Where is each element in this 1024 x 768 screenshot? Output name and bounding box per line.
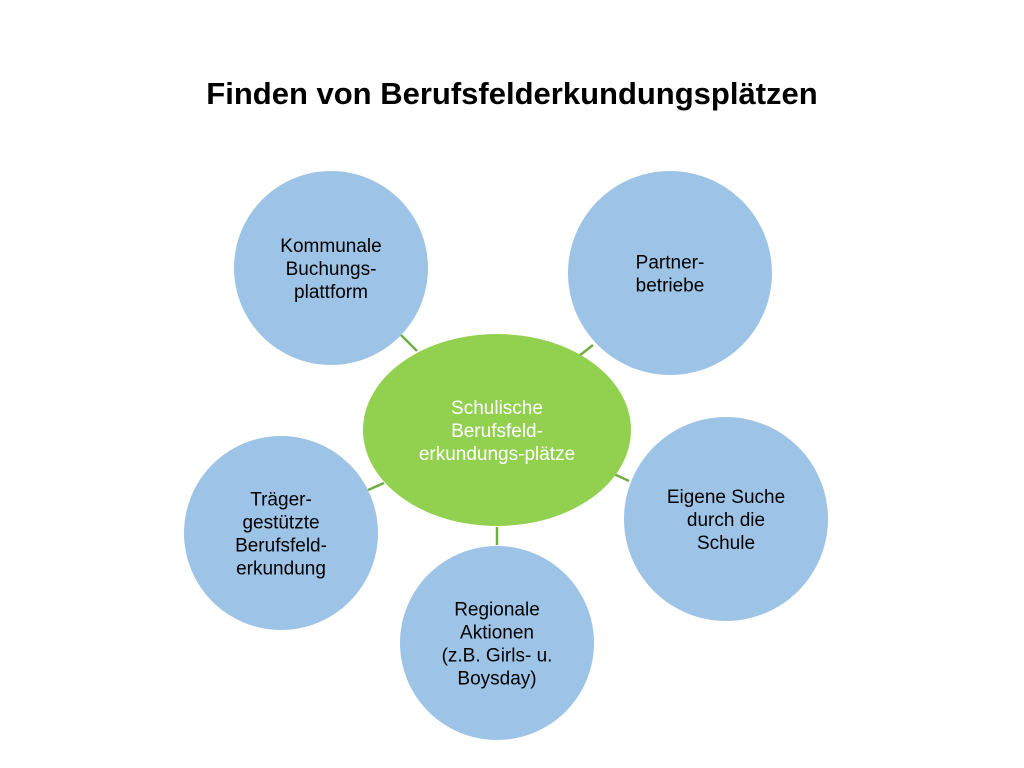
- node-label-line: Eigene Suche: [667, 487, 785, 508]
- node-label-line: Träger-: [250, 490, 312, 511]
- center-label-line: erkundungs-plätze: [419, 444, 575, 465]
- node-label-line: (z.B. Girls- u.: [442, 646, 553, 667]
- node-label-line: Kommunale: [280, 236, 381, 257]
- node-label-line: gestützte: [242, 513, 319, 534]
- node-label-line: erkundung: [236, 559, 326, 580]
- connector-line-3: [613, 472, 630, 483]
- node-label-line: Schule: [697, 533, 755, 554]
- node-label-line: Partner-: [636, 253, 705, 274]
- node-label-line: Regionale: [454, 600, 540, 621]
- node-label-line: Buchungs-: [286, 259, 377, 280]
- node-label-line: Boysday): [457, 669, 536, 690]
- node-label-line: plattform: [294, 282, 368, 303]
- center-label-line: Berufsfeld-: [451, 421, 543, 442]
- node-label-line: betriebe: [636, 276, 705, 297]
- node-circle: [568, 171, 772, 375]
- node-label-line: durch die: [687, 510, 765, 531]
- connector-line-1: [400, 334, 418, 352]
- node-partnerbetriebe: Partner-betriebe: [568, 171, 772, 375]
- node-label-line: Berufsfeld-: [235, 536, 327, 557]
- connector-line-5: [367, 481, 385, 492]
- page-title: Finden von Berufsfelderkundungsplätzen: [206, 76, 818, 111]
- node-label: Partner-betriebe: [636, 253, 705, 297]
- center-ellipse: [363, 334, 631, 526]
- connector-line-2: [578, 344, 594, 357]
- node-circle: [624, 417, 828, 621]
- node-circle: [400, 546, 594, 740]
- node-circle: [234, 171, 428, 365]
- center-label-line: Schulische: [451, 398, 543, 419]
- connectors: [367, 334, 630, 545]
- node-circle: [184, 436, 378, 630]
- node-label-line: Aktionen: [460, 623, 534, 644]
